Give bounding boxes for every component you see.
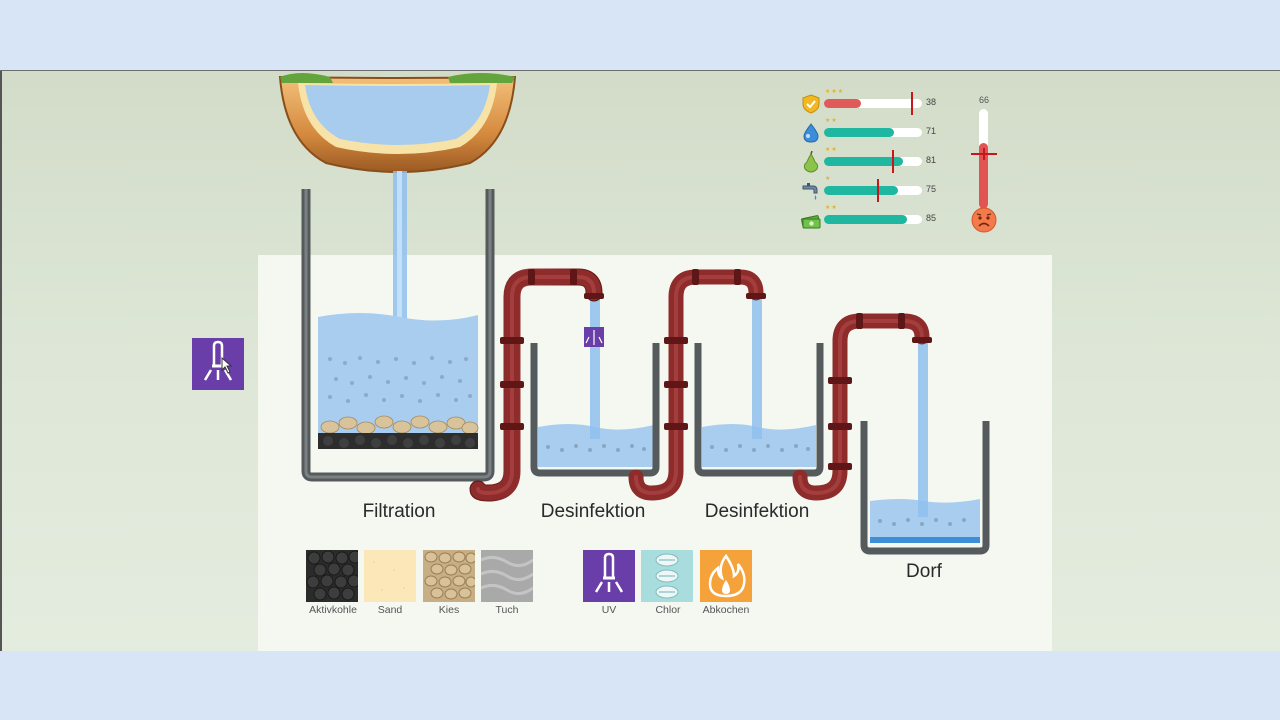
tile-label-kies: Kies bbox=[438, 604, 460, 616]
stat-stars: ★★ bbox=[825, 205, 838, 211]
stat-fill bbox=[824, 157, 904, 166]
pipe-network bbox=[469, 268, 930, 502]
stat-stars: ★★ bbox=[825, 147, 838, 153]
tile-sand[interactable] bbox=[364, 550, 416, 602]
stat-stars: ★ bbox=[825, 176, 832, 182]
stat-bar bbox=[824, 179, 922, 202]
village-label: Dorf bbox=[906, 561, 942, 582]
uv-lamp-icon bbox=[203, 340, 233, 381]
stat-row-money: ★★ 85 bbox=[800, 205, 950, 231]
cloth-icon bbox=[480, 555, 534, 595]
thermometer-fill bbox=[979, 143, 988, 209]
sand-icon bbox=[373, 561, 405, 591]
stat-fill bbox=[824, 99, 862, 108]
stat-target-marker bbox=[876, 179, 879, 202]
stat-fill bbox=[824, 128, 894, 137]
charcoal-icon bbox=[306, 550, 362, 601]
tile-label-sand: Sand bbox=[377, 604, 403, 616]
gravel-icon bbox=[424, 551, 477, 600]
dragged-uv-lamp-tool[interactable] bbox=[192, 338, 244, 390]
tile-chlor[interactable] bbox=[641, 550, 693, 602]
stat-fill bbox=[824, 186, 898, 195]
uv-lamp-icon bbox=[594, 552, 624, 593]
disinfection-tank-1[interactable] bbox=[530, 297, 660, 477]
stat-stars: ★★★ bbox=[825, 89, 845, 95]
filtration-tank[interactable] bbox=[301, 189, 495, 482]
tile-label-chlor: Chlor bbox=[655, 604, 681, 616]
tile-uv[interactable] bbox=[583, 550, 635, 602]
stat-row-supply: ★ 75 bbox=[800, 176, 950, 202]
pipe-joints bbox=[500, 269, 932, 470]
thermometer-target-marker-stem bbox=[983, 148, 985, 160]
faucet-icon bbox=[802, 183, 818, 200]
stat-value: 81 bbox=[926, 155, 937, 165]
sad-face-icon bbox=[971, 207, 997, 233]
water-source-pond bbox=[278, 73, 517, 351]
thermometer-value: 66 bbox=[978, 95, 989, 105]
money-icon bbox=[801, 215, 821, 229]
tile-label-abkochen: Abkochen bbox=[702, 604, 750, 616]
disinfection-1-label: Desinfektion bbox=[540, 501, 646, 522]
chlorine-tablets-icon bbox=[655, 553, 679, 599]
disinfection-2-label: Desinfektion bbox=[704, 501, 810, 522]
pear-icon bbox=[803, 151, 819, 173]
stat-row-safety: ★★★ 38 bbox=[800, 89, 950, 115]
cursor-pointer-icon bbox=[221, 356, 233, 374]
stat-value: 85 bbox=[926, 213, 937, 223]
stat-value: 75 bbox=[926, 184, 937, 194]
satisfaction-thermometer: 66 bbox=[966, 95, 1002, 235]
tile-abkochen[interactable] bbox=[700, 550, 752, 602]
water-drop-icon bbox=[803, 123, 819, 143]
stat-target-marker bbox=[911, 92, 914, 115]
stat-row-water: ★★ 71 bbox=[800, 118, 950, 144]
stat-bar bbox=[824, 92, 922, 115]
game-stage: Filtration Desinfektion Desinfektion Dor… bbox=[0, 70, 1280, 651]
tile-aktivkohle[interactable] bbox=[306, 550, 362, 602]
village-tank bbox=[860, 341, 990, 555]
fire-icon bbox=[708, 553, 746, 598]
tile-label-aktivkohle: Aktivkohle bbox=[309, 604, 357, 616]
stat-bar bbox=[824, 215, 922, 224]
stat-bar bbox=[824, 128, 922, 137]
disinfection-tank-2[interactable] bbox=[694, 297, 824, 477]
tile-label-tuch: Tuch bbox=[495, 604, 519, 616]
tile-kies[interactable] bbox=[423, 550, 477, 602]
stat-value: 71 bbox=[926, 126, 937, 136]
stat-target-marker bbox=[891, 150, 894, 173]
filtration-label: Filtration bbox=[362, 501, 436, 522]
tile-label-uv: UV bbox=[601, 604, 617, 616]
treatment-scene bbox=[278, 73, 990, 555]
shield-icon bbox=[802, 94, 820, 114]
tile-tuch[interactable] bbox=[480, 550, 534, 602]
stat-row-food: ★★ 81 bbox=[800, 147, 950, 173]
stat-fill bbox=[824, 215, 908, 224]
stat-stars: ★★ bbox=[825, 118, 838, 124]
stat-bar bbox=[824, 150, 922, 173]
stat-value: 38 bbox=[926, 97, 937, 107]
